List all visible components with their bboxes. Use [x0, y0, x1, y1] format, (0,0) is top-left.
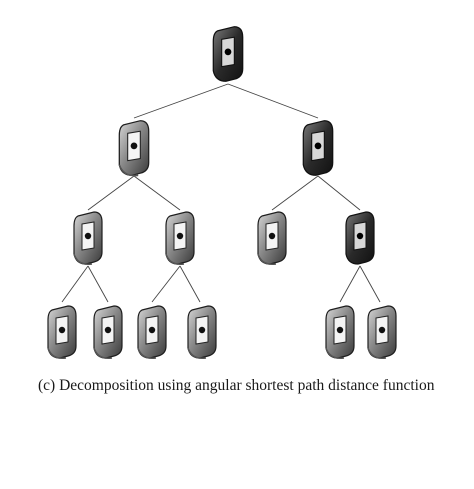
level2-part-image — [345, 211, 375, 265]
tree-edge — [133, 175, 181, 211]
level1-left-part-image — [118, 119, 150, 177]
leaf-part-image — [325, 305, 355, 360]
tree-edges — [61, 83, 381, 303]
level2-part-image — [165, 211, 195, 266]
level2-part-image — [73, 211, 103, 266]
level1-right-part-image — [302, 120, 334, 176]
leaf-part-image — [93, 305, 123, 360]
tree-edge — [227, 83, 319, 119]
tree-edge — [359, 265, 381, 303]
level2-part-image — [257, 211, 287, 266]
tree-edge — [179, 265, 201, 303]
tree-edge — [339, 265, 361, 303]
figure-caption: (c) Decomposition using angular shortest… — [38, 377, 435, 394]
tree-edge — [133, 83, 229, 119]
tree-edge — [317, 175, 361, 211]
tree-edge — [87, 265, 109, 303]
leaf-part-image — [187, 305, 217, 360]
tree-edge — [87, 175, 135, 211]
tree-edge — [61, 265, 89, 303]
leaf-part-image — [47, 305, 77, 360]
root-part-image — [212, 26, 244, 82]
leaf-part-image — [367, 305, 397, 360]
leaf-part-image — [137, 305, 167, 360]
tree-edge — [151, 265, 181, 303]
tree-edge — [271, 175, 319, 211]
